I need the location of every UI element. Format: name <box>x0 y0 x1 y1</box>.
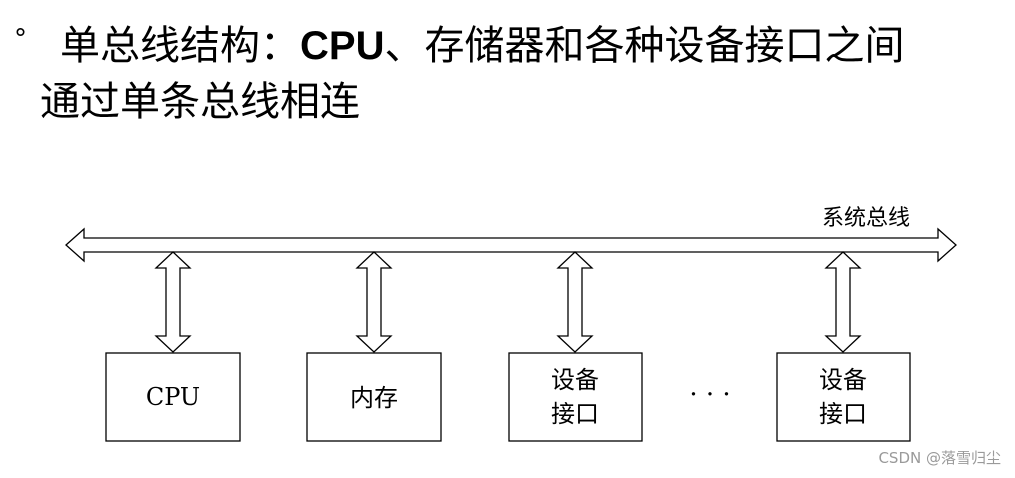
heading: 单总线结构：CPU、存储器和各种设备接口之间 通过单条总线相连 <box>40 18 1000 130</box>
connector-arrow-cpu <box>154 251 192 353</box>
watermark: CSDN @落雪归尘 <box>878 449 1001 467</box>
device-box-2-line-2: 接口 <box>819 400 867 428</box>
bullet-icon: ° <box>14 24 27 54</box>
bus-label: 系统总线 <box>822 206 910 231</box>
ellipsis: · · · <box>689 380 730 410</box>
connector-arrow-device-2 <box>824 251 862 353</box>
connector-arrow-device-1 <box>556 251 594 353</box>
connector-arrow-memory <box>355 251 393 353</box>
heading-line-2: 通过单条总线相连 <box>40 79 360 125</box>
memory-box: 内存 <box>306 352 442 442</box>
device-box-1-line-1: 设备 <box>551 366 599 394</box>
device-interface-box-2: 设备 接口 <box>776 352 911 442</box>
system-bus-arrow <box>65 227 957 263</box>
heading-cpu: CPU <box>300 24 385 68</box>
heading-line-1: 单总线结构：CPU、存储器和各种设备接口之间 <box>40 18 1000 74</box>
cpu-box-label: CPU <box>146 383 200 411</box>
device-box-1-line-2: 接口 <box>551 400 599 428</box>
heading-line-1-post: 、存储器和各种设备接口之间 <box>384 23 905 69</box>
device-box-2-line-1: 设备 <box>819 366 867 394</box>
memory-box-label: 内存 <box>350 384 398 412</box>
heading-line-1-pre: 单总线结构： <box>60 23 300 69</box>
cpu-box: CPU <box>105 352 241 442</box>
device-interface-box-1: 设备 接口 <box>508 352 643 442</box>
